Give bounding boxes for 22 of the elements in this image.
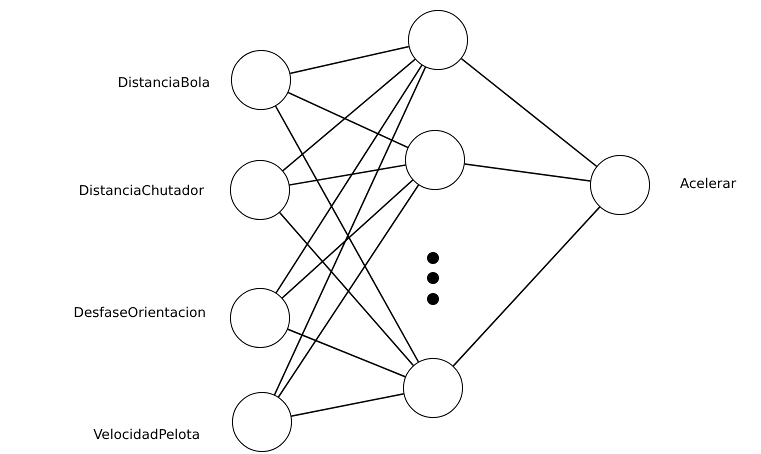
connection-line [461, 58, 597, 167]
connection-line [279, 212, 414, 366]
connection-line [452, 206, 600, 366]
neuron-circle [403, 358, 463, 418]
connection-line [464, 163, 590, 182]
connection-line [288, 328, 406, 378]
node-label: DistanciaChutador [78, 183, 204, 199]
node-label: DistanciaBola [118, 75, 210, 91]
connection-line [276, 64, 422, 294]
node-label: VelocidadPelota [93, 427, 200, 443]
connection-line [282, 180, 414, 298]
connection-line [278, 184, 420, 398]
connection-line [291, 393, 404, 417]
connection-line [274, 106, 420, 362]
connection-line [274, 66, 426, 396]
connection-line [282, 58, 416, 172]
connection-line [288, 92, 408, 148]
node-label: Acelerar [680, 176, 736, 192]
neuron-circle [408, 10, 468, 70]
node-label: DesfaseOrientacion [74, 305, 206, 321]
connection-line [290, 46, 409, 74]
connection-line [289, 164, 406, 186]
